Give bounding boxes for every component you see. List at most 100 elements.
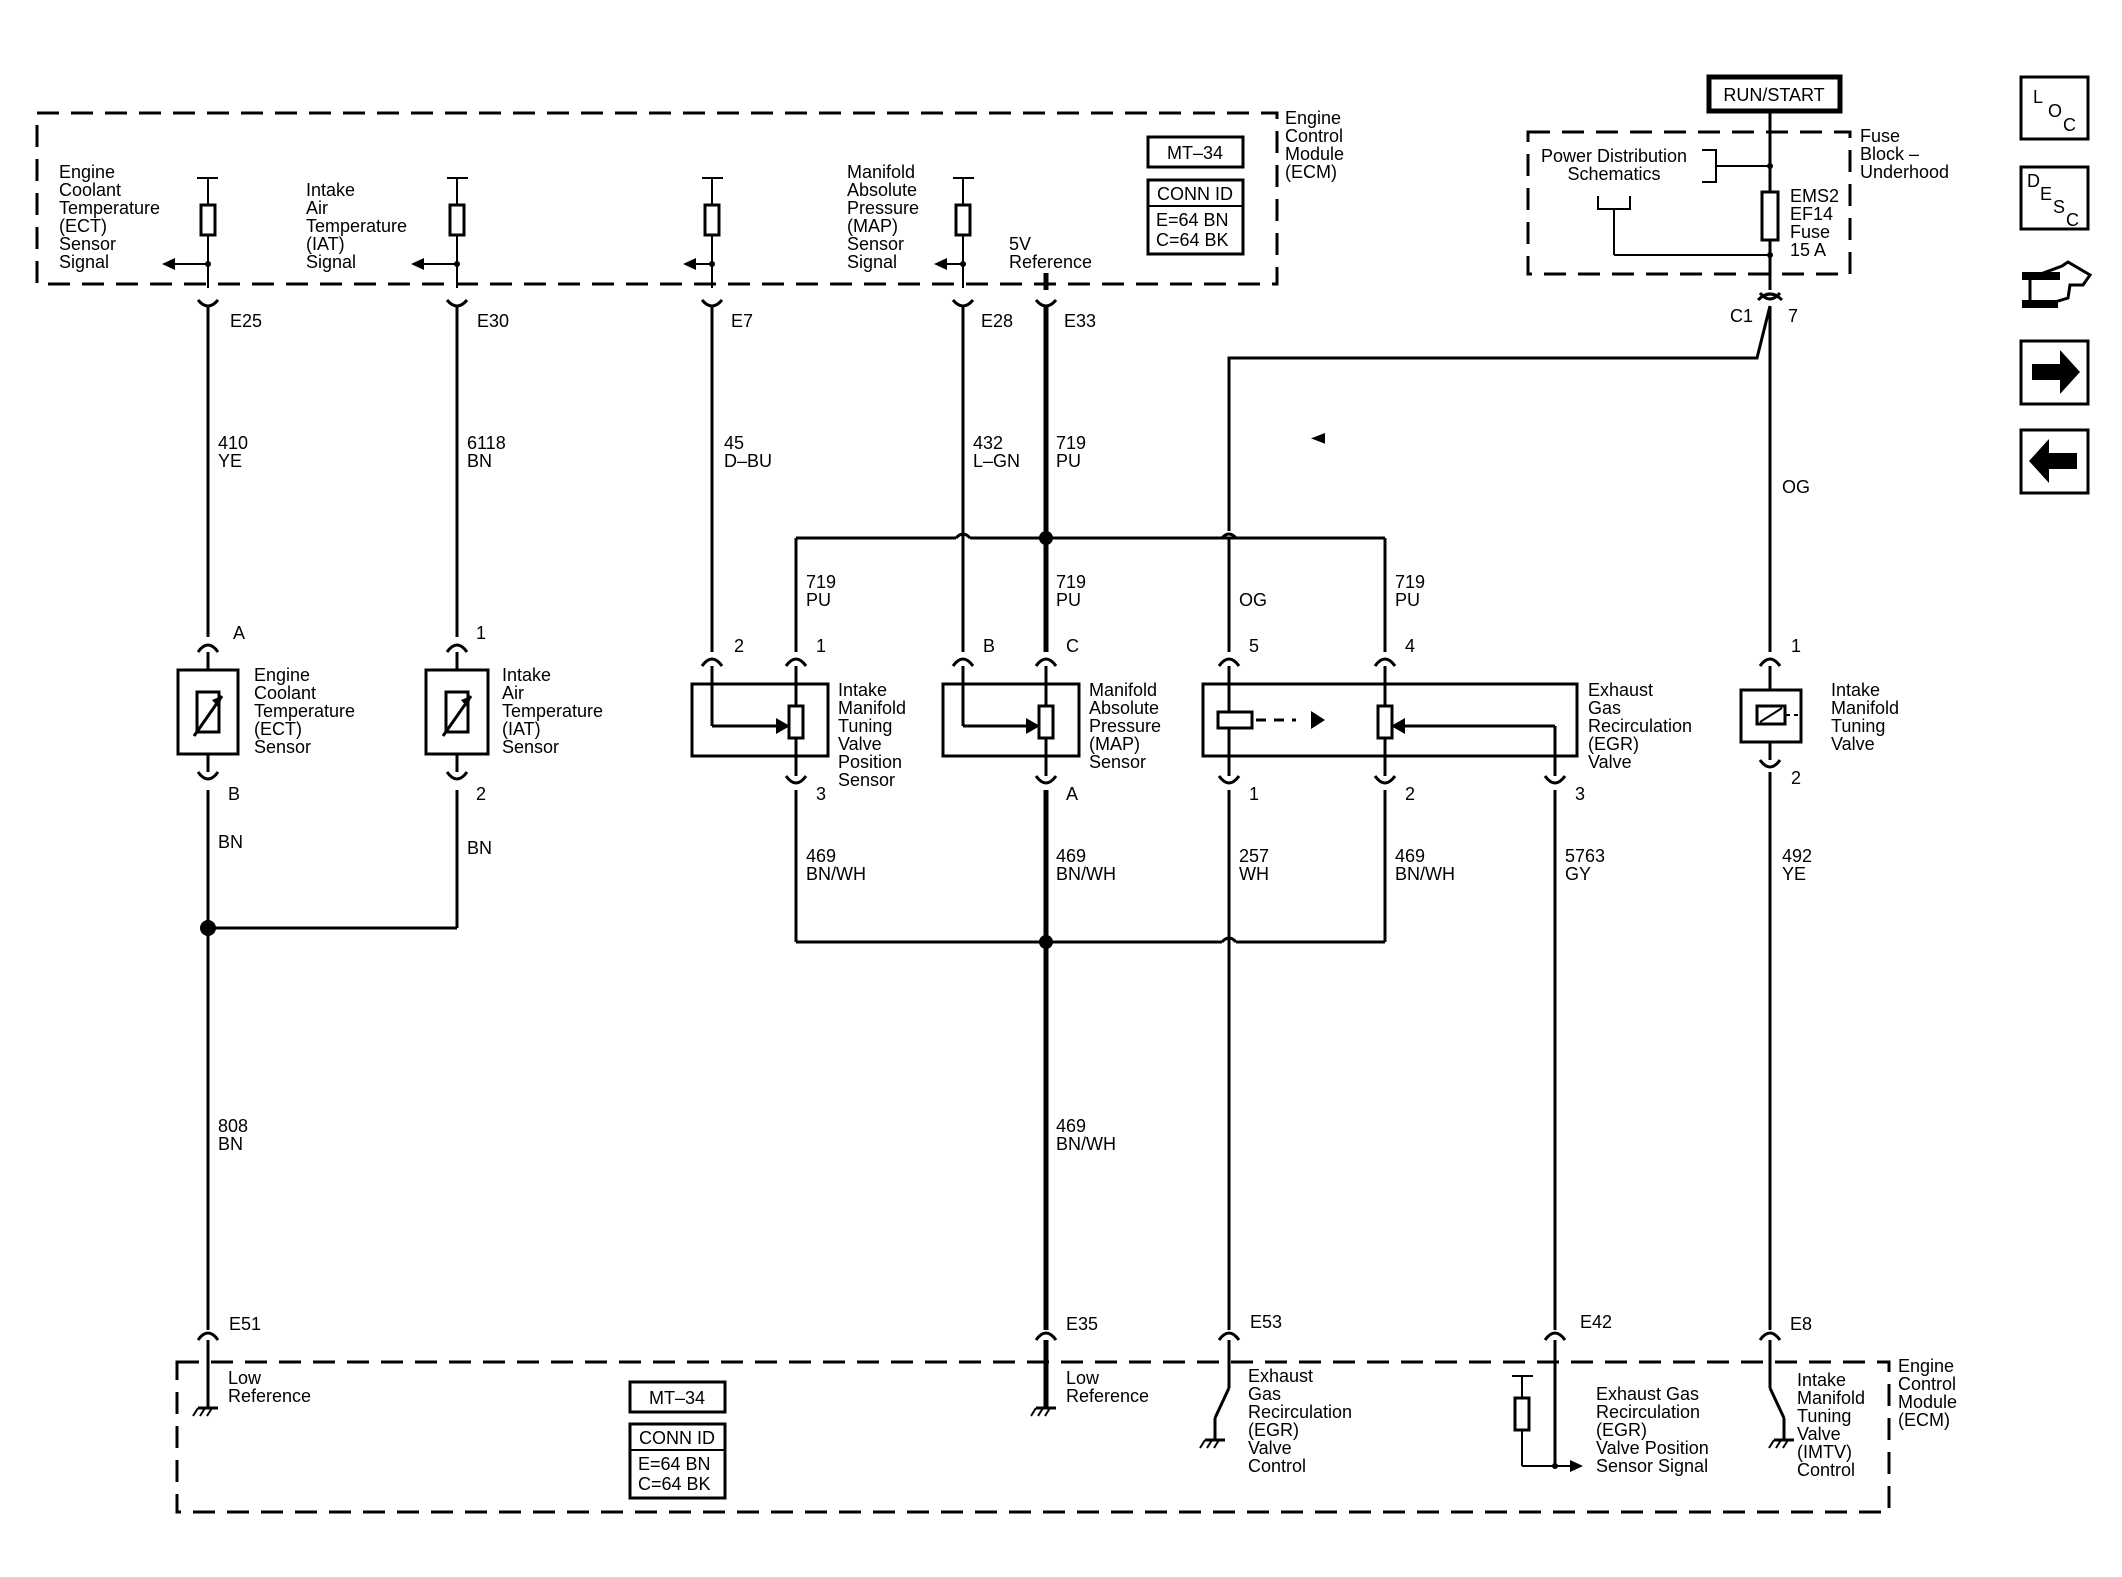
- fuse-block-wiring: [1597, 111, 1780, 290]
- svg-text:BN/WH: BN/WH: [1056, 1134, 1116, 1154]
- svg-text:PU: PU: [1056, 590, 1081, 610]
- svg-text:Manifold: Manifold: [847, 162, 915, 182]
- connector-end-view-icon[interactable]: [2022, 260, 2093, 308]
- svg-text:2: 2: [734, 636, 744, 656]
- svg-text:(ECM): (ECM): [1898, 1410, 1950, 1430]
- ground-icon: [1030, 1406, 1056, 1417]
- wire-labels-top: 410 YE 6118 BN 45 D–BU 432 L–GN 719 PU O…: [218, 433, 1810, 497]
- desc-letter-4: C: [2066, 210, 2079, 230]
- svg-text:B: B: [228, 784, 240, 804]
- svg-text:EF14: EF14: [1790, 204, 1833, 224]
- top-connector-pins: E25 E30 E7 E28 E33: [196, 298, 1096, 331]
- svg-text:(ECM): (ECM): [1285, 162, 1337, 182]
- svg-text:Recirculation: Recirculation: [1596, 1402, 1700, 1422]
- svg-text:BN: BN: [218, 832, 243, 852]
- svg-text:Sensor: Sensor: [502, 737, 559, 757]
- c1-pin-7: 7: [1788, 306, 1798, 326]
- previous-page-button[interactable]: [2019, 428, 2090, 495]
- ground-icon: [1199, 1438, 1225, 1449]
- solenoid-icon: [1216, 710, 1254, 730]
- conn-id-top-table: CONN ID E=64 BN C=64 BK: [1146, 178, 1245, 256]
- ecm-top-label: Engine Control Module (ECM): [1285, 108, 1344, 182]
- svg-text:Reference: Reference: [1009, 252, 1092, 272]
- map-sensor: B C A Manifold Absolute Pressure (MAP) S…: [941, 636, 1161, 804]
- arrow-right-icon: [2032, 350, 2080, 394]
- ecm-bottom-labels: Low Reference Low Reference Exhaust Gas …: [228, 1366, 1865, 1480]
- svg-text:5V: 5V: [1009, 234, 1031, 254]
- svg-text:(EGR): (EGR): [1588, 734, 1639, 754]
- svg-text:Signal: Signal: [59, 252, 109, 272]
- ecm-label-iat-signal: Intake Air Temperature (IAT) Signal: [306, 180, 407, 272]
- svg-text:Gas: Gas: [1588, 698, 1621, 718]
- svg-text:Intake: Intake: [306, 180, 355, 200]
- svg-text:C: C: [1066, 636, 1079, 656]
- imtv-valve: 1 2 Intake Manifold Tuning Valve: [1739, 636, 1899, 788]
- svg-text:Schematics: Schematics: [1567, 164, 1660, 184]
- svg-text:Valve: Valve: [1797, 1424, 1841, 1444]
- svg-text:BN/WH: BN/WH: [1056, 864, 1116, 884]
- svg-text:Intake: Intake: [1831, 680, 1880, 700]
- svg-text:Power Distribution: Power Distribution: [1541, 146, 1687, 166]
- switch-icon: [1213, 1387, 1231, 1419]
- svg-text:Control: Control: [1898, 1374, 1956, 1394]
- description-nav-button[interactable]: D E S C: [2019, 165, 2090, 231]
- svg-text:(ECT): (ECT): [254, 719, 302, 739]
- svg-text:Sensor: Sensor: [59, 234, 116, 254]
- svg-text:Fuse: Fuse: [1790, 222, 1830, 242]
- svg-text:Sensor: Sensor: [847, 234, 904, 254]
- ground-icon: [192, 1406, 218, 1417]
- next-page-button[interactable]: [2019, 339, 2090, 406]
- svg-text:Temperature: Temperature: [59, 198, 160, 218]
- svg-text:Manifold: Manifold: [1797, 1388, 1865, 1408]
- ecm-bottom-internals: [192, 1340, 1794, 1472]
- ecm-label-map-signal: Manifold Absolute Pressure (MAP) Sensor …: [847, 162, 919, 272]
- svg-text:3: 3: [1575, 784, 1585, 804]
- svg-text:Coolant: Coolant: [59, 180, 121, 200]
- switch-icon: [1768, 1387, 1786, 1419]
- svg-text:492: 492: [1782, 846, 1812, 866]
- svg-text:1: 1: [816, 636, 826, 656]
- svg-text:2: 2: [1405, 784, 1415, 804]
- svg-text:RUN/START: RUN/START: [1723, 85, 1824, 105]
- pin-e8: E8: [1790, 1314, 1812, 1334]
- loc-letter-1: L: [2033, 87, 2043, 107]
- svg-text:Engine: Engine: [1898, 1356, 1954, 1376]
- svg-text:Manifold: Manifold: [1089, 680, 1157, 700]
- location-nav-button[interactable]: L O C: [2019, 75, 2090, 141]
- svg-text:Tuning: Tuning: [838, 716, 892, 736]
- pin-e30: E30: [477, 311, 509, 331]
- svg-text:(IMTV): (IMTV): [1797, 1442, 1852, 1462]
- mt-34-top-badge: MT–34: [1146, 135, 1245, 169]
- svg-text:BN: BN: [218, 1134, 243, 1154]
- svg-text:WH: WH: [1239, 864, 1269, 884]
- svg-text:2: 2: [476, 784, 486, 804]
- svg-text:1: 1: [476, 623, 486, 643]
- svg-text:Coolant: Coolant: [254, 683, 316, 703]
- ecm-internal-circuits: [162, 177, 1049, 290]
- svg-text:Recirculation: Recirculation: [1248, 1402, 1352, 1422]
- svg-text:1: 1: [1249, 784, 1259, 804]
- power-distribution-link[interactable]: Power Distribution Schematics: [1541, 146, 1687, 184]
- svg-text:Absolute: Absolute: [847, 180, 917, 200]
- svg-text:Module: Module: [1898, 1392, 1957, 1412]
- svg-text:PU: PU: [1056, 451, 1081, 471]
- svg-text:Module: Module: [1285, 144, 1344, 164]
- svg-text:YE: YE: [1782, 864, 1806, 884]
- iat-sensor: 1 2 Intake Air Temperature (IAT) Sensor: [424, 623, 603, 804]
- svg-text:Manifold: Manifold: [838, 698, 906, 718]
- svg-text:BN: BN: [467, 451, 492, 471]
- svg-text:1: 1: [1791, 636, 1801, 656]
- svg-text:469: 469: [1395, 846, 1425, 866]
- svg-text:Low: Low: [228, 1368, 262, 1388]
- svg-text:CONN ID: CONN ID: [639, 1428, 715, 1448]
- svg-text:OG: OG: [1782, 477, 1810, 497]
- svg-text:719: 719: [1395, 572, 1425, 592]
- svg-text:BN: BN: [467, 838, 492, 858]
- svg-text:(ECT): (ECT): [59, 216, 107, 236]
- svg-text:A: A: [233, 623, 245, 643]
- svg-text:Tuning: Tuning: [1797, 1406, 1851, 1426]
- svg-text:(IAT): (IAT): [306, 234, 345, 254]
- svg-text:C=64 BK: C=64 BK: [1156, 230, 1229, 250]
- svg-text:PU: PU: [806, 590, 831, 610]
